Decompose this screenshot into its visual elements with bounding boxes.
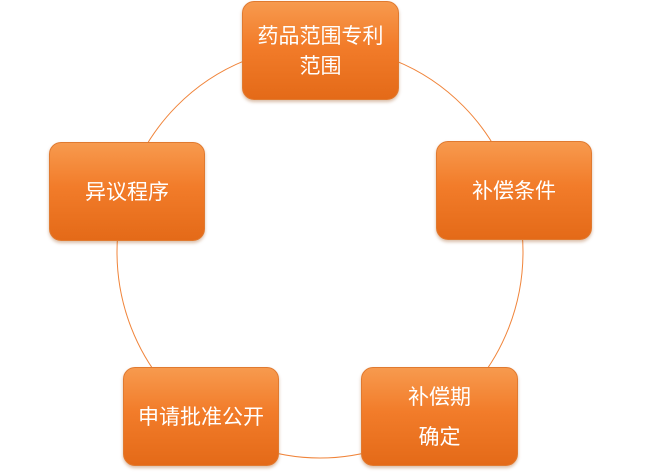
cycle-node-label: 补偿条件	[472, 178, 556, 203]
cycle-node-compensation-period: 补偿期确定	[361, 367, 518, 466]
cycle-node-label: 补偿期确定	[408, 384, 471, 449]
cycle-node-label: 异议程序	[85, 179, 169, 204]
cycle-node-compensation-conditions: 补偿条件	[436, 141, 592, 240]
cycle-node-drug-patent-scope: 药品范围专利范围	[242, 1, 399, 100]
cycle-node-label: 药品范围专利范围	[257, 23, 384, 78]
cycle-node-application-approval-publication: 申请批准公开	[123, 367, 279, 466]
cycle-node-label: 申请批准公开	[138, 404, 264, 429]
cycle-node-opposition-procedure: 异议程序	[49, 142, 205, 241]
